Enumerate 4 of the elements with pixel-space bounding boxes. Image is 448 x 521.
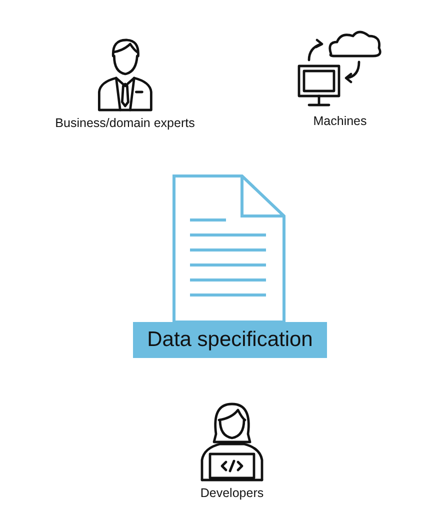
node-label: Machines bbox=[313, 114, 367, 128]
node-label: Developers bbox=[200, 486, 264, 500]
node-label: Business/domain experts bbox=[55, 116, 195, 130]
title-banner: Data specification bbox=[133, 322, 327, 358]
